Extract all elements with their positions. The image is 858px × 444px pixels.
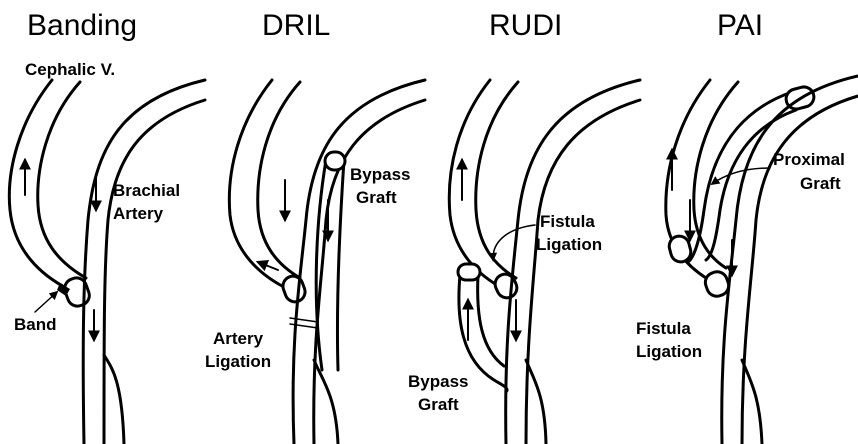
panel-banding: Banding Cephalic V. Brachial Artery Band [9, 9, 205, 444]
label-artery: Artery [213, 329, 264, 348]
label-ligation: Ligation [205, 352, 271, 371]
label-cephalic-vein: Cephalic V. [25, 60, 115, 79]
label-ligation: Ligation [636, 342, 702, 361]
cephalic-vein-inner [38, 82, 86, 278]
panel-title-pai: PAI [717, 9, 763, 42]
graft-cap [458, 264, 480, 280]
graft-cap [325, 152, 345, 170]
brachial-artery-inner [526, 100, 640, 444]
ligation-mark [290, 318, 318, 322]
label-band: Band [14, 315, 57, 334]
panel-title-dril: DRIL [262, 9, 330, 42]
panel-pai: PAI Proximal Graft Fistula Ligation [636, 9, 858, 444]
label-graft: Graft [800, 174, 841, 193]
artery-branch [526, 360, 546, 444]
label-bypass: Bypass [350, 165, 410, 184]
artery-branch [104, 355, 124, 444]
label-bypass: Bypass [408, 372, 468, 391]
brachial-artery-inner [742, 96, 858, 444]
fistula-stump [492, 271, 520, 301]
panel-rudi: RUDI Fistula Ligation Bypass Graft [408, 9, 640, 444]
label-ligation: Ligation [536, 235, 602, 254]
label-proximal: Proximal [773, 150, 845, 169]
cephalic-vein-inner [258, 82, 300, 278]
band-pointer [35, 292, 57, 312]
label-artery: Artery [113, 204, 164, 223]
artery-branch [314, 360, 338, 444]
label-fistula: Fistula [636, 319, 691, 338]
panel-title-rudi: RUDI [489, 9, 562, 42]
label-graft: Graft [356, 188, 397, 207]
cephalic-vein-inner [476, 82, 518, 278]
fistula-stump [280, 273, 308, 304]
label-brachial: Brachial [113, 181, 180, 200]
bypass-graft-inner [337, 160, 344, 370]
panel-dril: DRIL Bypass Graft Artery Ligation [205, 9, 425, 444]
panel-title-banding: Banding [27, 9, 137, 42]
flow-arrow [258, 262, 278, 270]
label-fistula: Fistula [540, 212, 595, 231]
proximal-graft-inner [706, 110, 796, 260]
label-graft: Graft [418, 395, 459, 414]
